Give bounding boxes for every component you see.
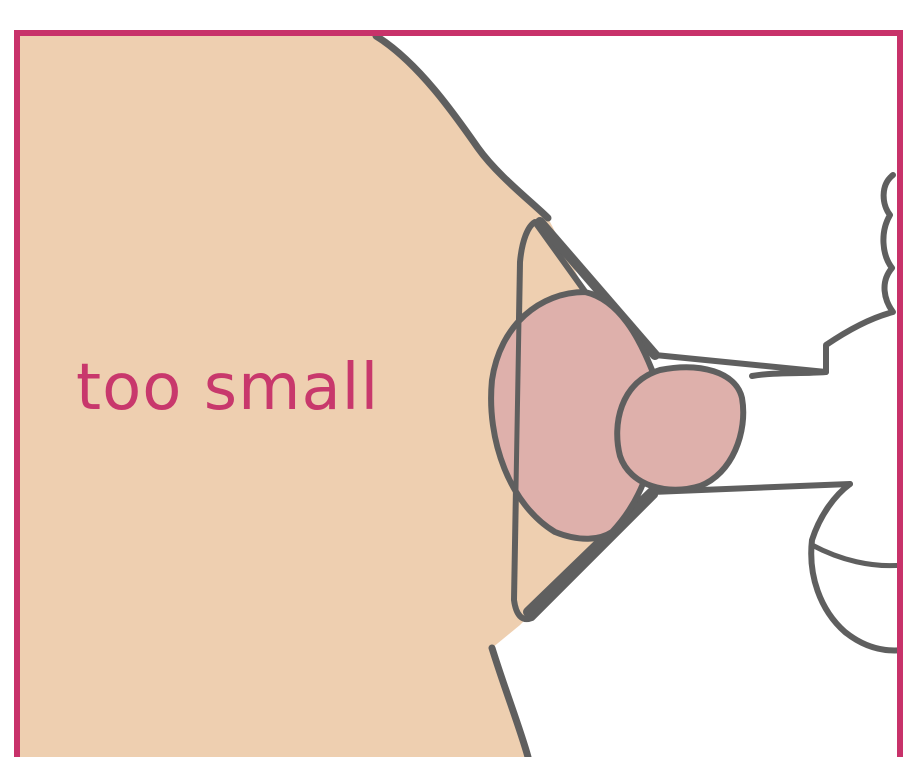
too-small-label: too small <box>76 356 379 420</box>
nipple <box>617 367 743 489</box>
